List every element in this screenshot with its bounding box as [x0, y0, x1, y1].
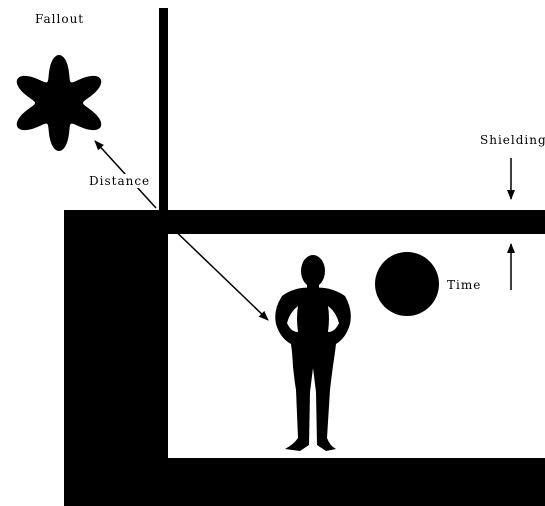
distance-label: Distance [89, 174, 150, 188]
floor-slab [64, 458, 545, 506]
time-circle-icon [375, 252, 439, 316]
shielding-label: Shielding [480, 133, 545, 147]
vertical-wall [159, 8, 168, 228]
time-label: Time [447, 278, 481, 292]
fallout-icon [17, 55, 102, 151]
person-icon [275, 255, 351, 451]
distance-arrow-to-person [166, 222, 268, 320]
fallout-label: Fallout [35, 12, 84, 26]
